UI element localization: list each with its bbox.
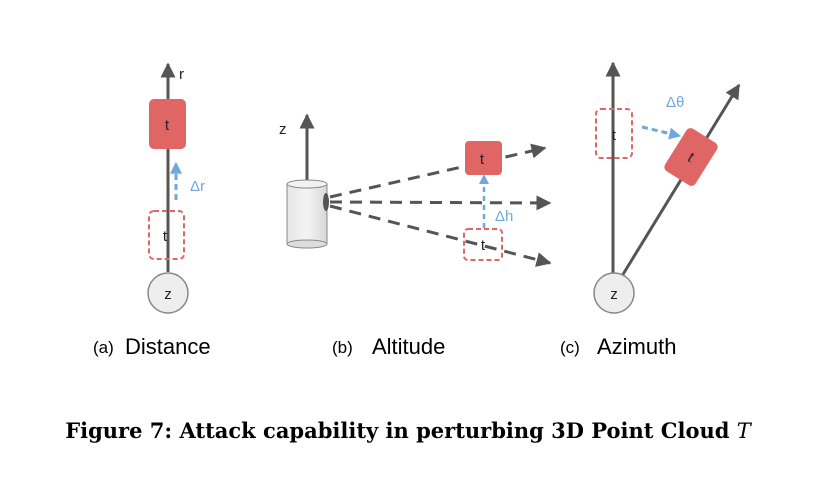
altitude-ray-lower <box>329 204 552 267</box>
azimuth-original-label: t <box>612 127 617 144</box>
altitude-original-label: t <box>481 237 486 254</box>
distance-target-box <box>149 99 186 149</box>
subcaption-a-tag: (a) <box>93 338 114 357</box>
altitude-original-box <box>463 228 503 261</box>
subcaption-c-tag: (c) <box>560 338 580 357</box>
altitude-ray-upper <box>329 143 547 199</box>
azimuth-origin-circle <box>593 272 635 314</box>
azimuth-delta-arrow <box>641 125 682 140</box>
altitude-delta-label: Δh <box>495 208 513 225</box>
azimuth-target-box <box>664 128 718 186</box>
figure-caption: Figure 7: Attack capability in perturbin… <box>0 418 816 443</box>
subcaption-b-title: Altitude <box>372 334 445 359</box>
altitude-target-box <box>465 141 502 175</box>
subcaption-a-title: Distance <box>125 334 211 359</box>
distance-origin-circle <box>147 272 189 314</box>
azimuth-original-box <box>595 108 633 159</box>
distance-origin-label: z <box>164 286 172 303</box>
azimuth-rotated-line <box>620 83 741 277</box>
panel-azimuth: t t Δθ z <box>593 61 741 314</box>
panel-distance: r t Δr t z <box>147 62 205 314</box>
altitude-ray-middle <box>329 195 552 211</box>
distance-original-box <box>148 210 185 260</box>
distance-original-label: t <box>163 228 168 245</box>
altitude-axis-label: z <box>279 121 287 138</box>
subcaption-b-tag: (b) <box>332 338 353 357</box>
azimuth-origin-label: z <box>610 286 618 303</box>
figure-caption-symbol: T <box>736 419 751 443</box>
subcaption-c-title: Azimuth <box>597 334 676 359</box>
distance-delta-label: Δr <box>190 178 205 195</box>
azimuth-delta-label: Δθ <box>666 94 684 111</box>
distance-target-label: t <box>165 117 170 134</box>
panel-altitude: z t Δh t <box>279 113 552 267</box>
sensor-cylinder <box>286 179 329 249</box>
distance-axis-label: r <box>179 66 184 83</box>
figure-caption-text: Figure 7: Attack capability in perturbin… <box>65 418 730 443</box>
altitude-target-label: t <box>480 151 485 168</box>
